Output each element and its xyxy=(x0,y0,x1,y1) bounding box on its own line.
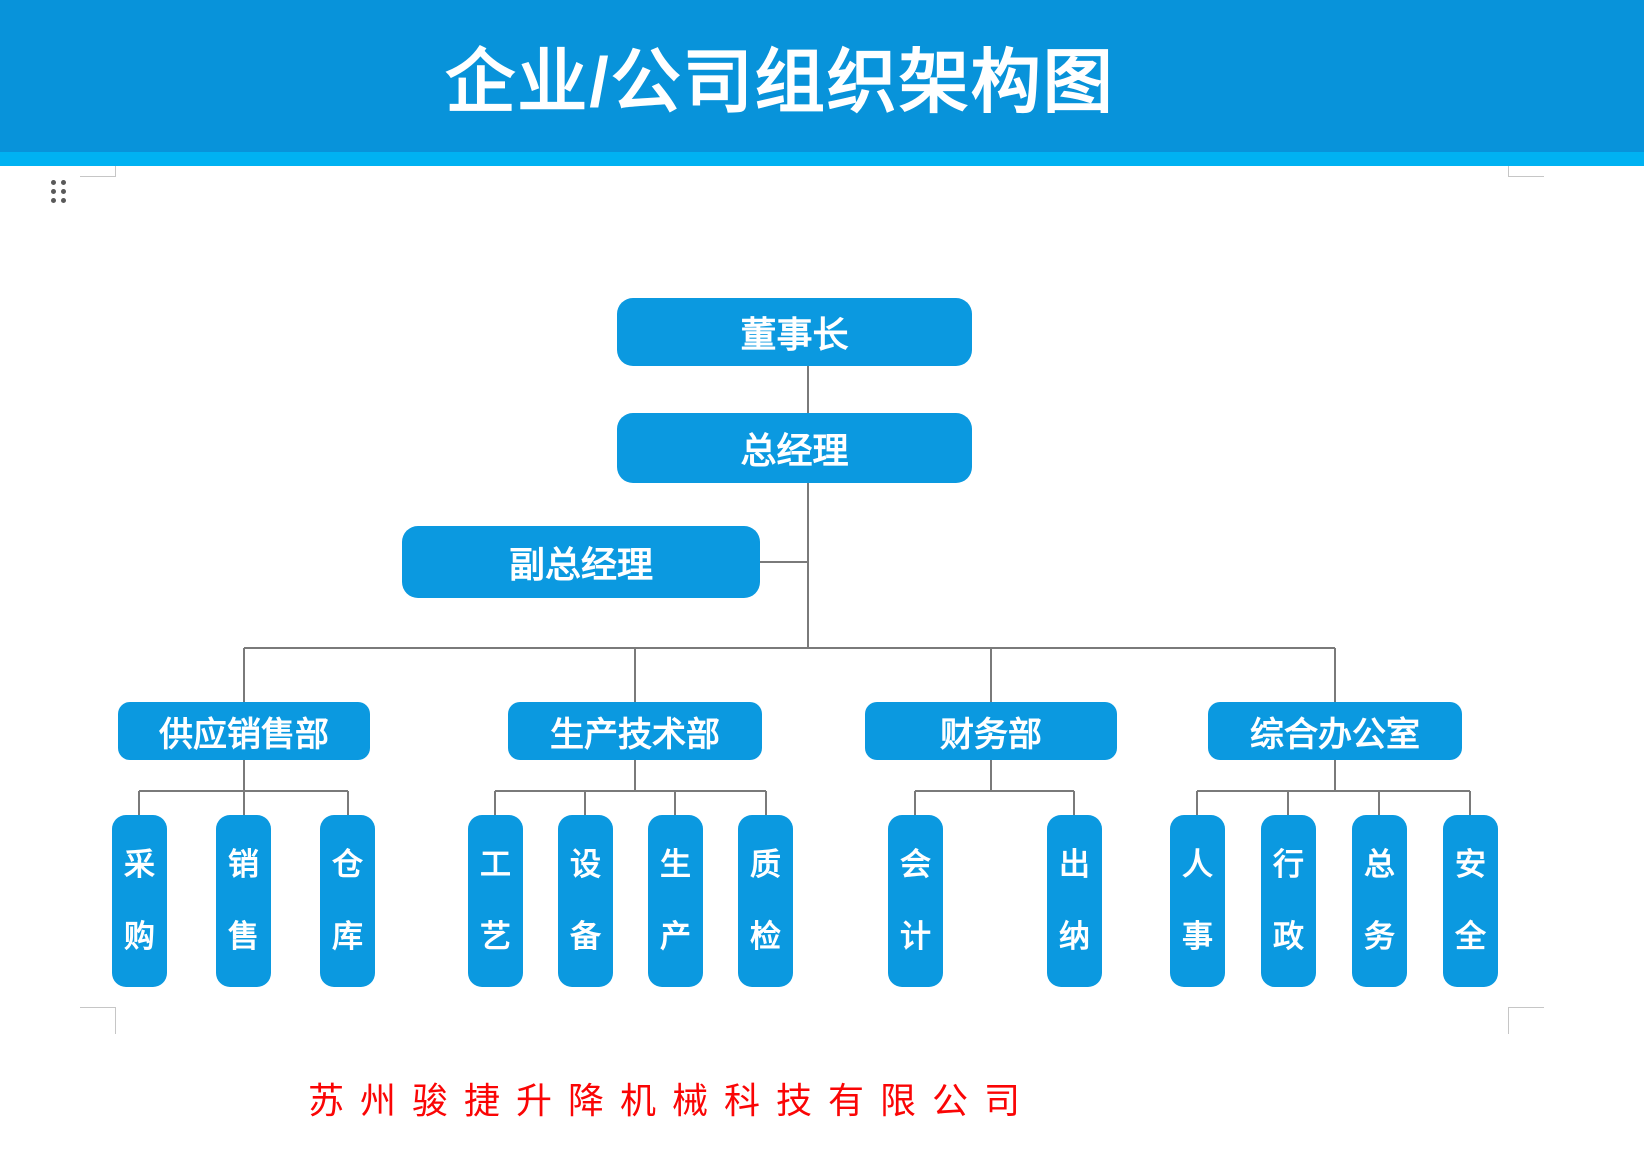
node-label: 设 备 xyxy=(570,847,601,954)
node-label: 综合办公室 xyxy=(1250,715,1420,754)
node-label: 人 事 xyxy=(1182,847,1213,954)
dot xyxy=(61,180,66,185)
node-label: 总经理 xyxy=(740,430,849,471)
page-corner-mark-top-right xyxy=(1508,166,1544,177)
node-label: 出 纳 xyxy=(1059,847,1090,954)
node-unit-quality-inspection[interactable]: 质 检 xyxy=(738,815,793,987)
node-label: 销 售 xyxy=(228,847,259,954)
page-corner-mark-bottom-right xyxy=(1508,1007,1544,1034)
node-unit-cashier[interactable]: 出 纳 xyxy=(1047,815,1102,987)
node-label: 仓 库 xyxy=(332,847,363,954)
node-label: 财务部 xyxy=(940,715,1042,754)
node-dept-finance[interactable]: 财务部 xyxy=(865,702,1117,760)
node-unit-warehouse[interactable]: 仓 库 xyxy=(320,815,375,987)
node-unit-hr[interactable]: 人 事 xyxy=(1170,815,1225,987)
node-label: 安 全 xyxy=(1455,847,1486,954)
node-label: 质 检 xyxy=(750,847,781,954)
node-label: 生 产 xyxy=(660,847,691,954)
page-corner-mark-bottom-left xyxy=(80,1007,116,1034)
node-general-manager[interactable]: 总经理 xyxy=(617,413,972,483)
node-dept-general-office[interactable]: 综合办公室 xyxy=(1208,702,1462,760)
node-unit-equipment[interactable]: 设 备 xyxy=(558,815,613,987)
page-title: 企业/公司组织架构图 xyxy=(445,42,1115,121)
node-label: 董事长 xyxy=(740,314,849,355)
node-dept-supply-sales[interactable]: 供应销售部 xyxy=(118,702,370,760)
node-label: 副总经理 xyxy=(508,544,653,585)
dot xyxy=(61,198,66,203)
page-corner-mark-top-left xyxy=(80,166,116,177)
dot xyxy=(61,189,66,194)
node-unit-production[interactable]: 生 产 xyxy=(648,815,703,987)
dot xyxy=(51,198,56,203)
node-label: 行 政 xyxy=(1273,847,1304,954)
drag-handle-icon[interactable] xyxy=(51,180,66,203)
node-label: 总 务 xyxy=(1364,847,1395,954)
node-dept-production-tech[interactable]: 生产技术部 xyxy=(508,702,762,760)
banner-accent-strip xyxy=(0,152,1644,166)
title-banner: 企业/公司组织架构图 xyxy=(0,0,1644,152)
node-label: 生产技术部 xyxy=(550,715,720,754)
node-deputy-general-manager[interactable]: 副总经理 xyxy=(402,526,760,598)
node-chairman[interactable]: 董事长 xyxy=(617,298,972,366)
node-label: 采 购 xyxy=(124,847,155,954)
dot xyxy=(51,189,56,194)
node-unit-sales[interactable]: 销 售 xyxy=(216,815,271,987)
node-unit-general-affairs[interactable]: 总 务 xyxy=(1352,815,1407,987)
node-unit-safety[interactable]: 安 全 xyxy=(1443,815,1498,987)
company-name: 苏 州 骏 捷 升 降 机 械 科 技 有 限 公 司 xyxy=(308,1080,1024,1121)
node-unit-administration[interactable]: 行 政 xyxy=(1261,815,1316,987)
node-unit-process[interactable]: 工 艺 xyxy=(468,815,523,987)
node-label: 工 艺 xyxy=(480,847,511,954)
node-label: 供应销售部 xyxy=(159,715,329,754)
node-label: 会 计 xyxy=(900,847,931,954)
dot xyxy=(51,180,56,185)
node-unit-accounting[interactable]: 会 计 xyxy=(888,815,943,987)
node-unit-purchasing[interactable]: 采 购 xyxy=(112,815,167,987)
